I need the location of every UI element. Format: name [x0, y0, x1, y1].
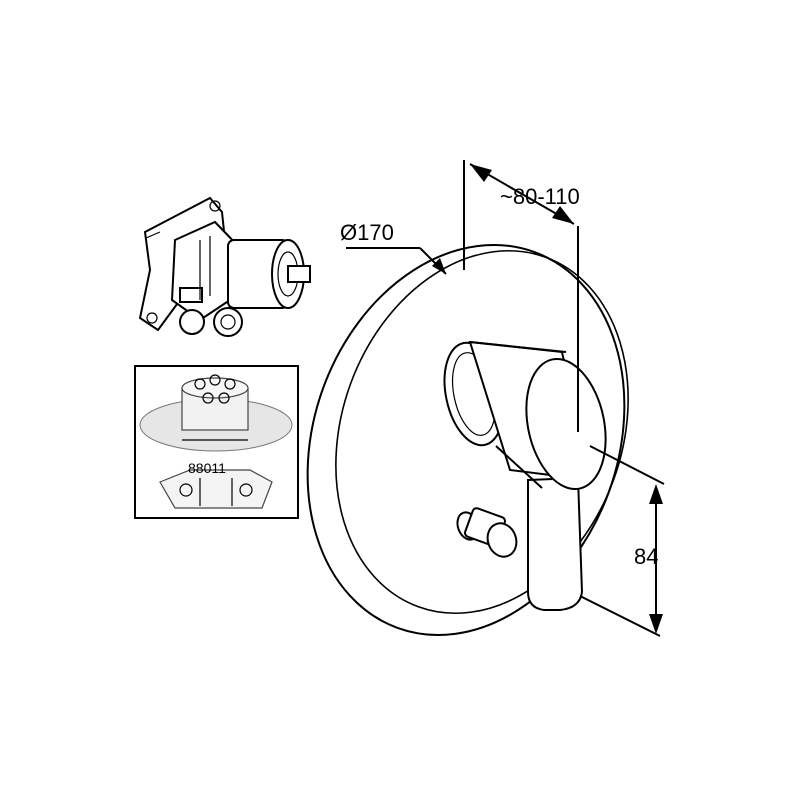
part-number-label: 88011: [188, 460, 226, 476]
mixer-cylinder: [443, 340, 607, 491]
cover-plate: [306, 244, 629, 636]
projection-label: ~80-110: [500, 184, 580, 209]
height-dimension: 84: [579, 445, 665, 637]
diameter-label: Ø170: [340, 220, 394, 245]
diameter-dimension: Ø170: [340, 220, 447, 275]
height-label: 84: [634, 544, 658, 569]
projection-dimension: ~80-110: [463, 160, 580, 432]
diverter-knob: [456, 507, 518, 558]
inset-frame: 88011: [134, 365, 299, 519]
lever-handle: [527, 476, 584, 611]
valve-body-illustration: [138, 196, 311, 337]
